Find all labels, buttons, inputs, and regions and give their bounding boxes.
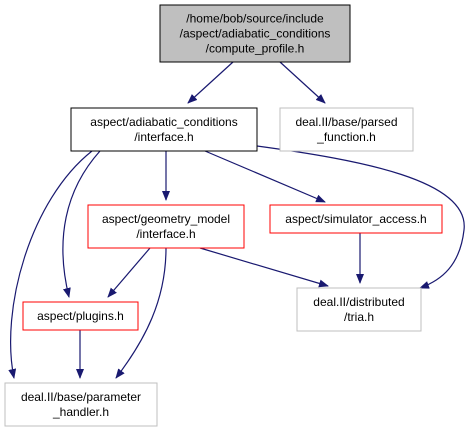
- node-label-line: deal.II/base/parameter: [21, 390, 141, 404]
- node-label-line: /interface.h: [134, 130, 193, 144]
- node-label-line: /home/bob/source/include: [186, 12, 324, 26]
- node-label-line: /interface.h: [136, 227, 195, 241]
- node-label-line: deal.II/distributed: [313, 295, 404, 309]
- node-label-line: aspect/simulator_access.h: [285, 212, 426, 226]
- node-box: [269, 204, 443, 234]
- node-geometry_interface[interactable]: aspect/geometry_model/interface.h: [87, 204, 245, 249]
- edge-geometry_interface-to-tria: [199, 247, 329, 288]
- node-ac_interface[interactable]: aspect/adiabatic_conditions/interface.h: [70, 107, 258, 152]
- edges-layer: [8, 61, 465, 379]
- node-box: [159, 4, 351, 63]
- edge-ac_interface-to-parameter_handler: [8, 150, 93, 379]
- node-parsed_function[interactable]: deal.II/base/parsed_function.h: [279, 107, 414, 152]
- node-label-line: _function.h: [316, 130, 376, 144]
- node-label-line: /tria.h: [344, 310, 374, 324]
- edge-ac_interface-to-tria: [256, 145, 465, 289]
- edge-geometry_interface-to-plugins: [107, 247, 151, 298]
- node-label-line: deal.II/base/parsed: [295, 115, 397, 129]
- edge-compute_profile-to-ac_interface: [187, 61, 234, 104]
- node-label-line: _handler.h: [52, 405, 109, 419]
- node-box: [70, 107, 258, 152]
- nodes-layer: /home/bob/source/include/aspect/adiabati…: [4, 4, 443, 427]
- edge-ac_interface-to-plugins: [62, 150, 101, 298]
- node-label-line: aspect/plugins.h: [37, 309, 124, 323]
- node-parameter_handler[interactable]: deal.II/base/parameter_handler.h: [4, 382, 158, 427]
- node-simulator_access[interactable]: aspect/simulator_access.h: [269, 204, 443, 234]
- node-label-line: /compute_profile.h: [206, 42, 305, 56]
- node-plugins[interactable]: aspect/plugins.h: [22, 301, 139, 331]
- edge-ac_interface-to-simulator_access: [204, 150, 326, 203]
- node-box: [279, 107, 414, 152]
- edge-compute_profile-to-parsed_function: [279, 61, 326, 104]
- node-box: [87, 204, 245, 249]
- node-label-line: /aspect/adiabatic_conditions: [180, 27, 331, 41]
- node-compute_profile: /home/bob/source/include/aspect/adiabati…: [159, 4, 351, 63]
- node-label-line: aspect/geometry_model: [102, 212, 230, 226]
- node-tria[interactable]: deal.II/distributed/tria.h: [296, 287, 422, 332]
- node-box: [296, 287, 422, 332]
- node-box: [22, 301, 139, 331]
- edge-geometry_interface-to-parameter_handler: [115, 247, 167, 379]
- node-label-line: aspect/adiabatic_conditions: [90, 115, 237, 129]
- node-box: [4, 382, 158, 427]
